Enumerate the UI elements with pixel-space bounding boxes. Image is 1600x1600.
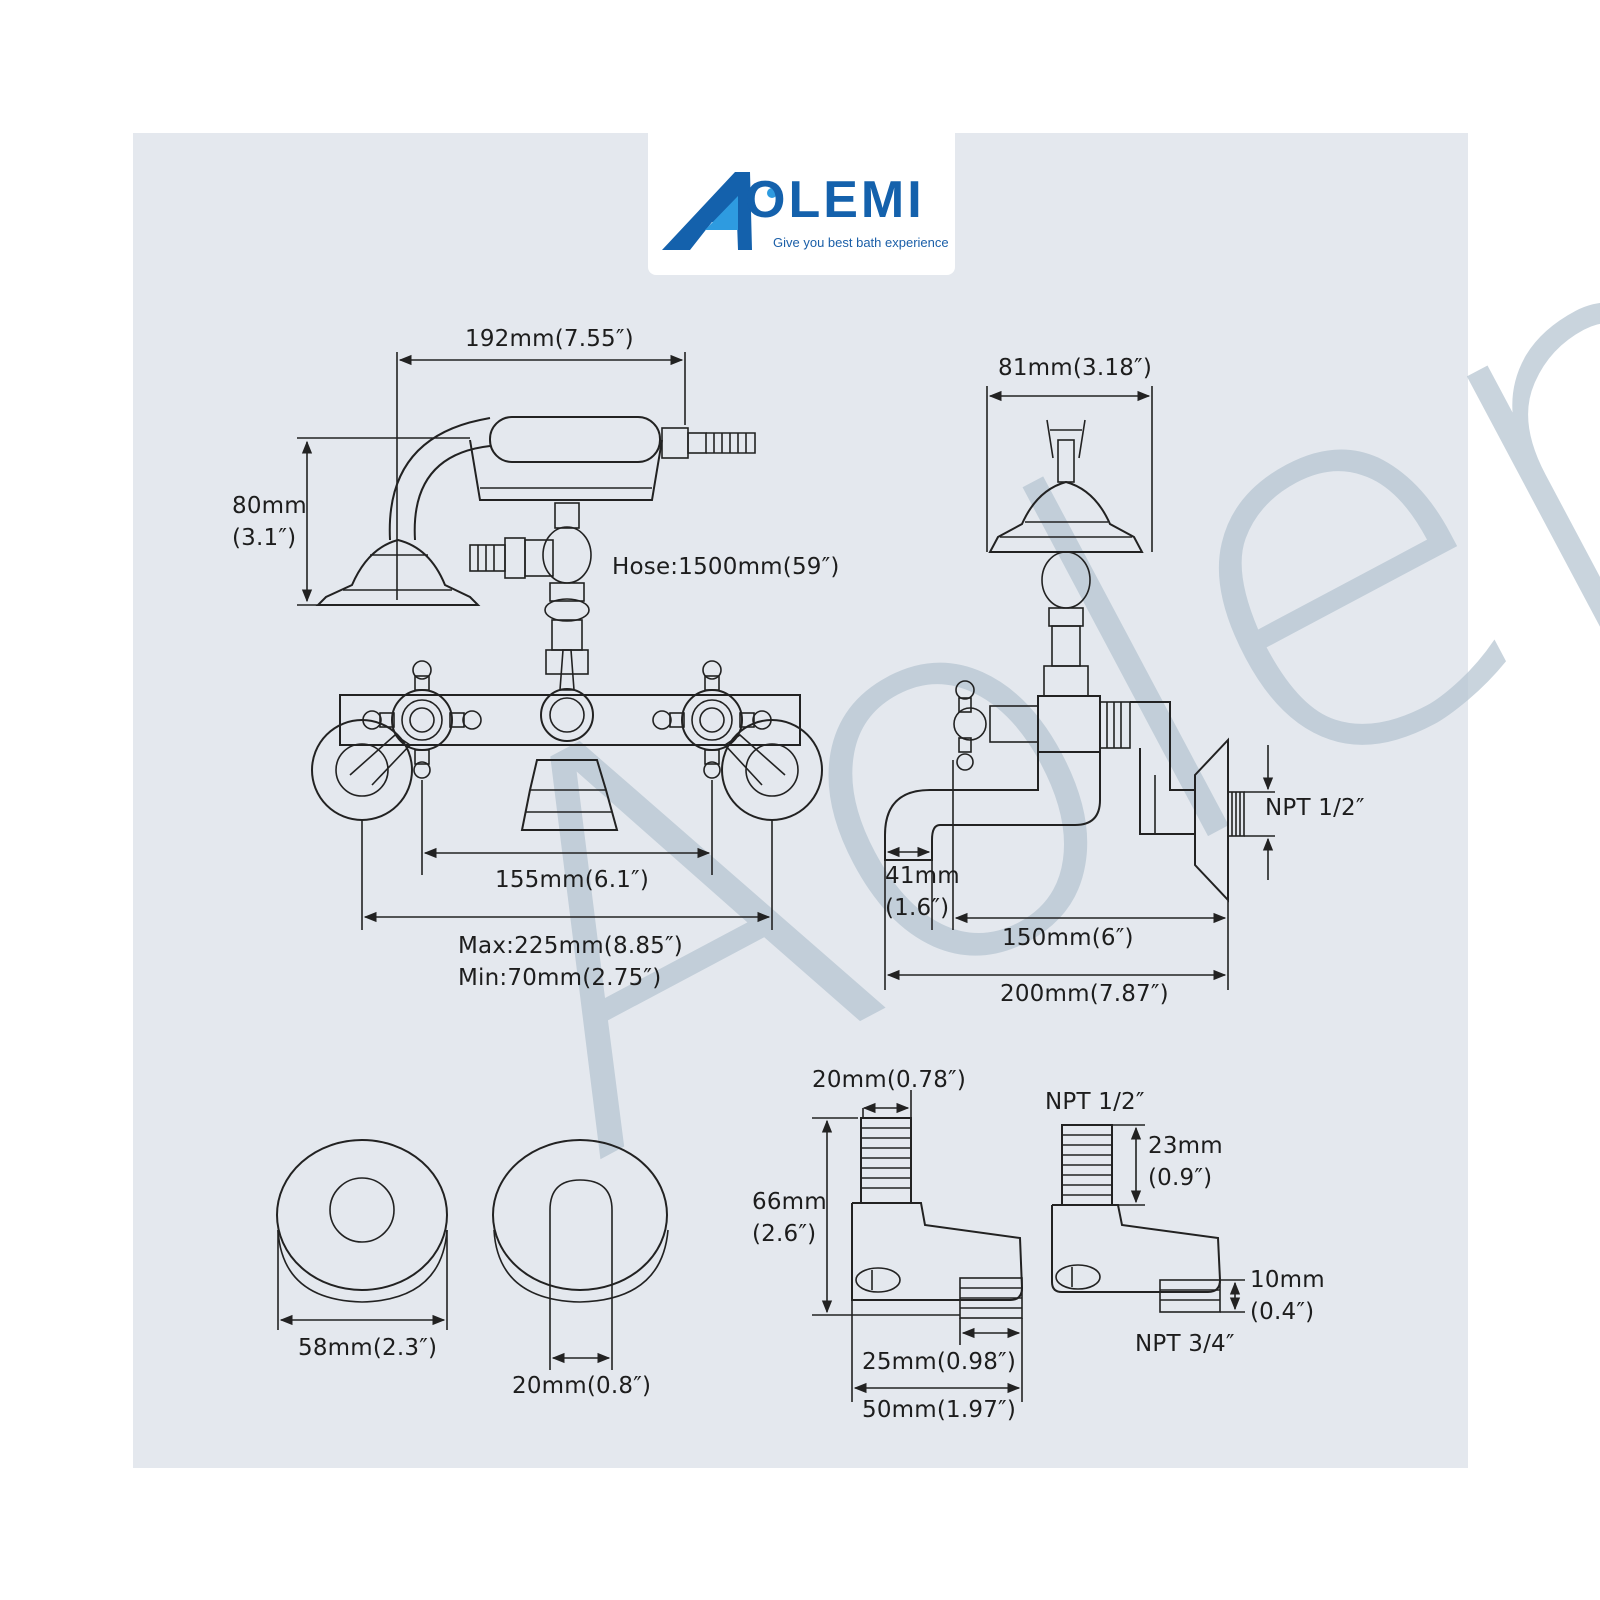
logo-box [648, 133, 955, 275]
front-dimensions [297, 352, 773, 930]
thread-npt-half: NPT 1/2″ [1265, 795, 1365, 821]
dim-thread-len-in: (0.9″) [1148, 1165, 1213, 1191]
dim-range-max: Max:225mm(8.85″) [458, 933, 683, 959]
dim-total-reach: 200mm(7.87″) [1000, 981, 1169, 1007]
dim-thread-len-mm: 23mm [1148, 1133, 1223, 1159]
brand-name: OLEMI [745, 171, 925, 229]
connector-side [1051, 1124, 1245, 1313]
dim-spout-in: (1.6″) [885, 895, 950, 921]
dim-reach: 150mm(6″) [1002, 925, 1134, 951]
dim-head-width: 81mm(3.18″) [998, 355, 1153, 381]
dim-front-height-in: (3.1″) [232, 525, 297, 551]
logo-a-accent [705, 196, 738, 230]
flange-plain [276, 1139, 448, 1330]
dim-bottom-len-mm: 10mm [1250, 1267, 1325, 1293]
logo-a-shape [662, 172, 752, 250]
dim-connector-thread-width: 20mm(0.78″) [812, 1067, 967, 1093]
connector-bottom-thread: NPT 3/4″ [1135, 1331, 1235, 1357]
dim-connector-width: 50mm(1.97″) [862, 1397, 1017, 1423]
flange-slotted [492, 1139, 669, 1370]
dim-front-width: 192mm(7.55″) [465, 326, 634, 352]
side-dimensions [884, 386, 1275, 990]
brand-tagline: Give you best bath experience [773, 235, 949, 250]
connector-top-thread: NPT 1/2″ [1045, 1089, 1145, 1115]
dim-connector-offset: 25mm(0.98″) [862, 1349, 1017, 1375]
side-view-faucet [884, 419, 1245, 903]
dim-flange-diameter: 58mm(2.3″) [298, 1335, 438, 1361]
dim-center-spacing: 155mm(6.1″) [495, 867, 650, 893]
dim-flange-hole: 20mm(0.8″) [512, 1373, 652, 1399]
dim-front-height-mm: 80mm [232, 493, 307, 519]
connector-front [812, 1090, 1024, 1402]
hose-length: Hose:1500mm(59″) [612, 554, 840, 580]
dim-range-min: Min:70mm(2.75″) [458, 965, 662, 991]
dim-bottom-len-in: (0.4″) [1250, 1299, 1315, 1325]
dim-spout-mm: 41mm [885, 863, 960, 889]
drawing-panel [133, 133, 1468, 1468]
logo-bubble [767, 188, 777, 198]
front-view-faucet [311, 416, 823, 831]
dim-connector-height-in: (2.6″) [752, 1221, 817, 1247]
dim-connector-height-mm: 66mm [752, 1189, 827, 1215]
